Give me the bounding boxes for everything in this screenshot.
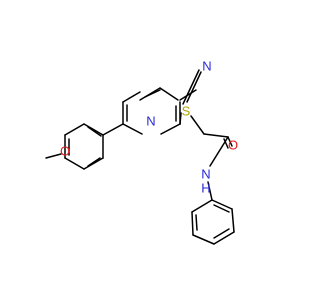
- carbonyl-oxygen-label: O: [228, 138, 238, 153]
- ph-inner-3-line: [195, 214, 198, 231]
- n-phenyl-bond-line: [207, 181, 213, 201]
- ph-5-line: [191, 211, 194, 236]
- pyr-c2-c3-line: [159, 87, 179, 101]
- mp-1-line: [83, 123, 104, 136]
- o-methyl-bond-line: [45, 153, 62, 159]
- ph-4-line: [192, 234, 215, 245]
- bond-layer: [45, 69, 235, 245]
- c-s-bond-line: [179, 112, 182, 125]
- pyr-c5-c1-line: [122, 91, 141, 103]
- mp-2-line: [64, 123, 85, 136]
- nitrile-nitrogen-label: N: [202, 59, 211, 74]
- mp-4-line: [64, 157, 85, 170]
- ch2-carbonyl-bond-line: [203, 133, 229, 138]
- methoxy-oxygen-label: O: [60, 144, 70, 159]
- ph-2-line: [231, 208, 235, 233]
- ph-6-line: [191, 199, 213, 213]
- carbonyl-double-b-line: [223, 138, 229, 149]
- ph-inner-1-line: [213, 204, 230, 213]
- aryl-link-line: [102, 123, 124, 136]
- atom-label-layer: N N S O O N H: [60, 59, 238, 196]
- molecule-structure-diagram: N N S O O N H: [45, 59, 238, 245]
- mp-5-line: [83, 157, 104, 170]
- pyridine-nitrogen-label: N: [146, 114, 155, 129]
- ph-1-line: [211, 199, 233, 210]
- ph-3-line: [213, 231, 235, 245]
- carbonyl-double-a-line: [227, 136, 233, 147]
- ph-inner-2-line: [213, 228, 230, 239]
- thioether-sulfur-label: S: [182, 104, 191, 119]
- pyr-n-c6-line: [122, 123, 143, 135]
- carbonyl-amide-bond-line: [209, 136, 229, 167]
- nitrile-triple-a-line: [182, 69, 200, 105]
- nitrile-triple-b-line: [186, 71, 202, 103]
- pyr-inner-1-line: [144, 89, 161, 98]
- mp-inner-1-line: [87, 126, 102, 137]
- amide-hydrogen-label: H: [201, 181, 210, 196]
- amide-nitrogen-label: N: [201, 167, 210, 182]
- pyr-c4-n-line: [160, 123, 181, 135]
- mp-inner-3-line: [87, 157, 101, 167]
- s-ch2-bond-line: [190, 115, 205, 135]
